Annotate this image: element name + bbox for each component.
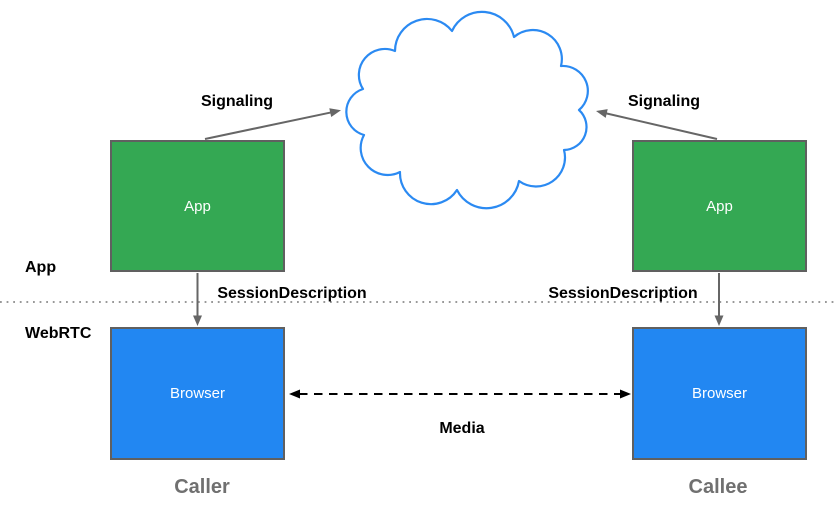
caller-app-box: App bbox=[110, 140, 285, 272]
signaling-arrow-right bbox=[596, 109, 718, 140]
sessiondescription-label-left: SessionDescription bbox=[217, 285, 367, 302]
callee-browser-label: Browser bbox=[691, 385, 747, 402]
caller-app-label: App bbox=[184, 197, 211, 215]
signaling-label-right: Signaling bbox=[628, 93, 700, 110]
media-arrow bbox=[289, 389, 631, 399]
callee-app-box: App bbox=[632, 140, 807, 272]
signaling-arrow-left bbox=[204, 108, 341, 140]
sessiondescription-label-right: SessionDescription bbox=[548, 285, 698, 302]
caller-caption: Caller bbox=[174, 476, 230, 498]
callee-app-label: App bbox=[706, 197, 733, 215]
layer-label-webrtc: WebRTC bbox=[25, 325, 92, 342]
sessiondescription-arrow-right bbox=[714, 273, 724, 326]
caller-browser-label: Browser bbox=[169, 385, 225, 402]
callee-caption: Callee bbox=[688, 476, 748, 498]
signaling-cloud-icon bbox=[345, 10, 589, 210]
layer-label-app: App bbox=[25, 259, 57, 276]
sessiondescription-arrow-left bbox=[193, 273, 202, 326]
media-label: Media bbox=[439, 420, 485, 437]
caller-browser-box: Browser bbox=[110, 327, 285, 460]
callee-browser-box: Browser bbox=[632, 327, 807, 460]
signaling-label-left: Signaling bbox=[201, 93, 273, 110]
